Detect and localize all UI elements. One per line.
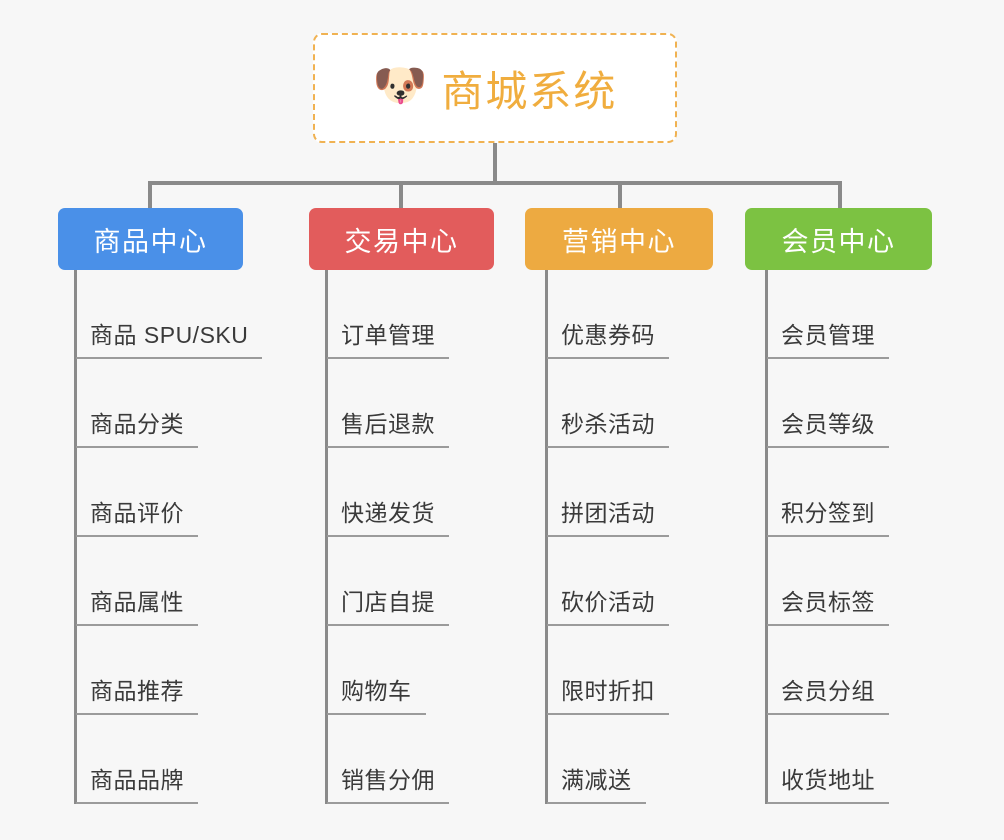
root-stem-connector [493,143,497,183]
list-item[interactable]: 快递发货 [309,448,449,537]
list-item[interactable]: 商品属性 [58,537,262,626]
leaf-list: 商品 SPU/SKU 商品分类 商品评价 商品属性 商品推荐 商品品牌 [58,270,263,804]
list-item[interactable]: 会员标签 [749,537,889,626]
root-node-title: 商城系统 [441,67,618,115]
category-label: 交易中心 [344,226,459,257]
category-label: 营销中心 [562,226,676,257]
list-item[interactable]: 积分签到 [749,448,889,537]
leaf-label: 购物车 [341,678,412,704]
leaf-list: 优惠券码 秒杀活动 拼团活动 砍价活动 限时折扣 满减送 [529,270,669,804]
list-item[interactable]: 商品 SPU/SKU [58,270,263,359]
column-spine [74,270,77,804]
list-item[interactable]: 售后退款 [309,359,449,448]
list-item[interactable]: 销售分佣 [309,715,449,804]
branch-bar-connector [148,181,842,185]
list-item[interactable]: 商品品牌 [58,715,262,804]
list-item[interactable]: 秒杀活动 [529,359,669,448]
category-label: 会员中心 [781,226,896,257]
leaf-label: 商品推荐 [90,678,184,704]
dog-face-icon: 🐶 [372,61,428,110]
leaf-label: 拼团活动 [561,500,655,526]
leaf-label: 售后退款 [341,411,435,437]
list-item[interactable]: 会员分组 [749,626,889,715]
list-item[interactable]: 门店自提 [309,537,449,626]
list-item[interactable]: 限时折扣 [529,626,669,715]
leaf-list: 订单管理 售后退款 快递发货 门店自提 购物车 销售分佣 [309,270,449,804]
list-item[interactable]: 订单管理 [309,270,449,359]
column-spine [325,270,328,804]
leaf-label: 门店自提 [341,589,435,615]
leaf-label: 收货地址 [781,767,875,793]
list-item[interactable]: 商品分类 [58,359,262,448]
list-item[interactable]: 拼团活动 [529,448,669,537]
leaf-label: 秒杀活动 [561,411,655,437]
leaf-label: 商品 SPU/SKU [90,322,249,348]
column-spine [765,270,768,804]
category-header-marketing-center[interactable]: 营销中心 [525,208,713,270]
leaf-label: 订单管理 [341,322,435,348]
leaf-label: 快递发货 [341,500,435,526]
leaf-label: 限时折扣 [561,678,655,704]
leaf-label: 商品评价 [90,500,184,526]
list-item[interactable]: 砍价活动 [529,537,669,626]
list-item[interactable]: 收货地址 [749,715,889,804]
list-item[interactable]: 优惠券码 [529,270,669,359]
list-item[interactable]: 会员等级 [749,359,889,448]
list-item[interactable]: 会员管理 [749,270,889,359]
leaf-label: 会员管理 [781,322,875,348]
root-node-mall-system[interactable]: 🐶 商城系统 [313,33,677,143]
list-item[interactable]: 购物车 [309,626,449,715]
leaf-label: 销售分佣 [341,767,435,793]
leaf-label: 积分签到 [781,500,875,526]
leaf-label: 会员标签 [781,589,875,615]
leaf-label: 满减送 [561,767,632,793]
category-header-product-center[interactable]: 商品中心 [58,208,243,270]
leaf-label: 商品品牌 [90,767,184,793]
drop-connector-2 [399,181,403,210]
list-item[interactable]: 商品推荐 [58,626,262,715]
list-item[interactable]: 满减送 [529,715,669,804]
leaf-label: 会员分组 [781,678,875,704]
category-header-member-center[interactable]: 会员中心 [745,208,932,270]
leaf-list: 会员管理 会员等级 积分签到 会员标签 会员分组 收货地址 [749,270,889,804]
leaf-label: 商品分类 [90,411,184,437]
leaf-label: 会员等级 [781,411,875,437]
category-header-trade-center[interactable]: 交易中心 [309,208,494,270]
drop-connector-4 [838,181,842,210]
drop-connector-3 [618,181,622,210]
leaf-label: 优惠券码 [561,322,655,348]
list-item[interactable]: 商品评价 [58,448,262,537]
drop-connector-1 [148,181,152,210]
column-spine [545,270,548,804]
category-label: 商品中心 [93,226,208,257]
leaf-label: 砍价活动 [561,589,655,615]
leaf-label: 商品属性 [90,589,184,615]
